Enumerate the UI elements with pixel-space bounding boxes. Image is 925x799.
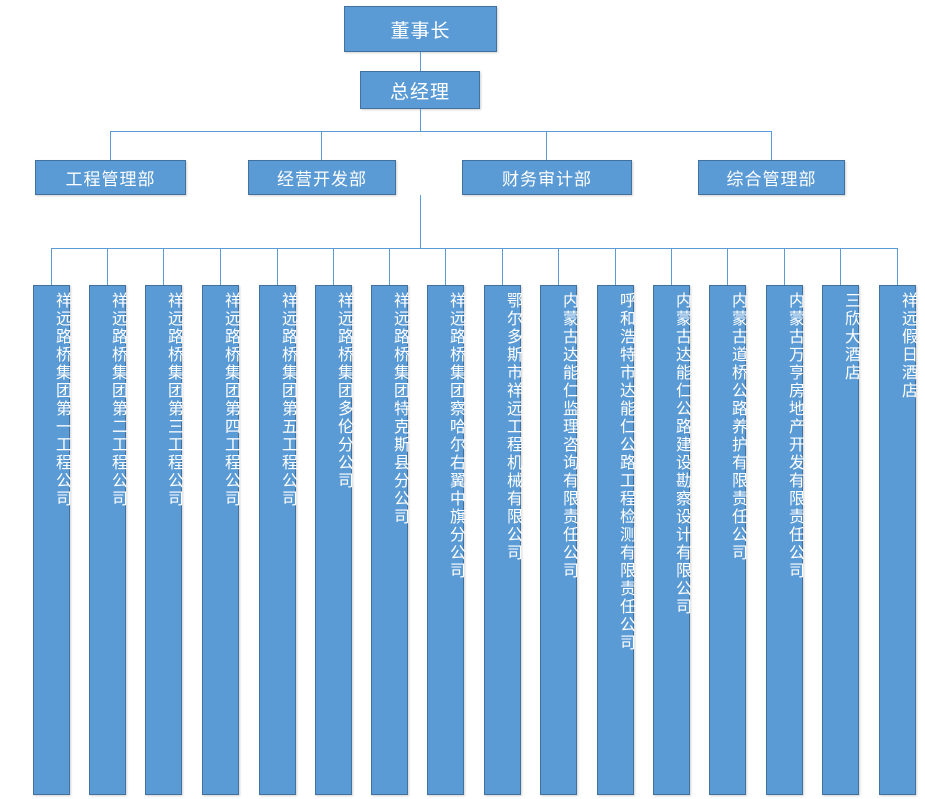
connector-bus-to-subsidiary-13 — [727, 248, 728, 285]
connector-bus-to-subsidiary-4 — [220, 248, 221, 285]
node-department-business-development[interactable]: 经营开发部 — [248, 160, 396, 195]
node-subsidiary-9[interactable]: 鄂尔多斯市祥远工程机械有限公司 — [484, 285, 521, 795]
connector-bus-to-subsidiary-10 — [558, 248, 559, 285]
connector-bus-to-subsidiary-8 — [445, 248, 446, 285]
connector-bus-to-subsidiary-16 — [897, 248, 898, 285]
node-subsidiary-15[interactable]: 三欣大酒店 — [822, 285, 859, 795]
connector-bus-to-department-2 — [321, 131, 322, 160]
connector-chairman-to-gm — [420, 52, 421, 71]
connector-bus-to-subsidiary-14 — [784, 248, 785, 285]
node-subsidiary-13[interactable]: 内蒙古道桥公路养护有限责任公司 — [709, 285, 746, 795]
node-department-finance-audit[interactable]: 财务审计部 — [462, 160, 632, 195]
connector-bus-to-subsidiary-7 — [389, 248, 390, 285]
node-subsidiary-10[interactable]: 内蒙古达能仁监理咨询有限责任公司 — [540, 285, 577, 795]
connector-bus-to-subsidiary-11 — [615, 248, 616, 285]
connector-bus-to-subsidiary-9 — [502, 248, 503, 285]
node-subsidiary-8[interactable]: 祥远路桥集团察哈尔右翼中旗分公司 — [427, 285, 464, 795]
node-subsidiary-3[interactable]: 祥远路桥集团第三工程公司 — [145, 285, 182, 795]
connector-bus-to-subsidiary-12 — [671, 248, 672, 285]
connector-bus-to-subsidiary-5 — [277, 248, 278, 285]
node-subsidiary-6[interactable]: 祥远路桥集团多伦分公司 — [315, 285, 352, 795]
node-department-engineering[interactable]: 工程管理部 — [35, 160, 186, 195]
node-subsidiary-14[interactable]: 内蒙古万亨房地产开发有限责任公司 — [766, 285, 803, 795]
node-subsidiary-1[interactable]: 祥远路桥集团第一工程公司 — [33, 285, 70, 795]
node-subsidiary-16[interactable]: 祥远假日酒店 — [879, 285, 916, 795]
connector-gm-to-subsidiary-bus — [420, 195, 421, 248]
connector-bus-to-subsidiary-3 — [163, 248, 164, 285]
connector-bus-to-subsidiary-15 — [840, 248, 841, 285]
node-subsidiary-12[interactable]: 内蒙古达能仁公路建设勘察设计有限公司 — [653, 285, 690, 795]
department-bus-line — [110, 131, 772, 132]
connector-bus-to-department-4 — [771, 131, 772, 160]
connector-bus-to-subsidiary-2 — [107, 248, 108, 285]
connector-gm-to-department-bus — [420, 109, 421, 131]
connector-bus-to-subsidiary-6 — [333, 248, 334, 285]
node-subsidiary-5[interactable]: 祥远路桥集团第五工程公司 — [259, 285, 296, 795]
node-subsidiary-7[interactable]: 祥远路桥集团特克斯县分公司 — [371, 285, 408, 795]
node-subsidiary-2[interactable]: 祥远路桥集团第二工程公司 — [89, 285, 126, 795]
subsidiary-bus-line — [51, 248, 897, 249]
connector-bus-to-subsidiary-1 — [51, 248, 52, 285]
connector-bus-to-department-3 — [546, 131, 547, 160]
connector-bus-to-department-1 — [110, 131, 111, 160]
node-general-manager[interactable]: 总经理 — [360, 71, 480, 109]
node-subsidiary-11[interactable]: 呼和浩特市达能仁公路工程检测有限责任公司 — [597, 285, 634, 795]
node-subsidiary-4[interactable]: 祥远路桥集团第四工程公司 — [202, 285, 239, 795]
node-department-general-management[interactable]: 综合管理部 — [698, 160, 845, 195]
node-chairman[interactable]: 董事长 — [344, 6, 497, 52]
